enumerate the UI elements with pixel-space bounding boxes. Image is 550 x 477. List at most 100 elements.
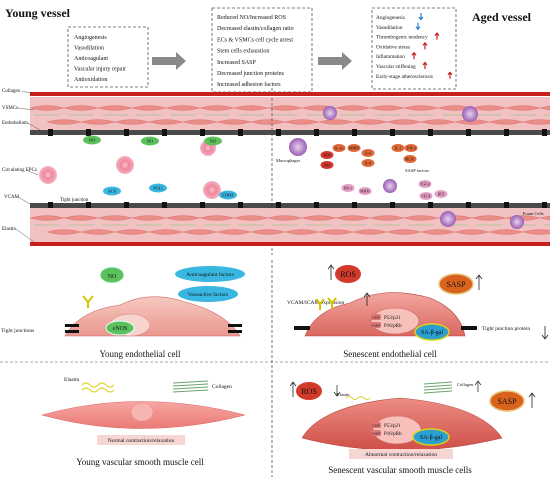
p53-label: P53/p21 xyxy=(384,316,401,321)
arrow-right-icon-2 xyxy=(318,52,352,70)
arrow-up-icon xyxy=(411,51,417,60)
sasp-marker-badge xyxy=(403,155,417,163)
tight-junction-marker xyxy=(162,202,167,209)
macrophage-cell xyxy=(462,106,478,122)
anticoagulant-badge xyxy=(175,266,245,282)
tight-junction-marker xyxy=(276,202,281,209)
young-features-box xyxy=(67,26,149,88)
no-badge xyxy=(99,266,125,284)
tight-junction-marker xyxy=(238,202,243,209)
enos-label: eNOS xyxy=(113,326,128,332)
vsmc-sahf-label: SAHF xyxy=(372,432,381,436)
sasp-marker-label: MMP9 xyxy=(349,146,359,150)
tight-junction-marker xyxy=(86,129,91,136)
aging-change-item: Stem cells exhaustion xyxy=(217,49,269,55)
abnormal-contraction-label: Abnormal contraction/relaxation xyxy=(365,452,437,458)
sasp-marker-badge xyxy=(434,190,448,198)
aging-change-item: Reduced NO/Increased ROS xyxy=(217,15,286,21)
vsmc-p16-label: P16/pRb xyxy=(384,432,402,437)
vsmc-sasp-badge xyxy=(489,390,525,412)
no-label: NO xyxy=(108,274,117,280)
aging-change-item: Decreased elastin/collagen ratio xyxy=(217,26,294,32)
foam-cell xyxy=(510,215,524,229)
young-vessel-title: Young vessel xyxy=(5,6,71,20)
vsmc-p53-label: P53/p21 xyxy=(384,424,401,429)
factor-badge xyxy=(204,136,222,146)
label-tight-junction: Tight junction xyxy=(60,198,89,203)
tight-junction-marker xyxy=(200,202,205,209)
aged-feature-item: Vasodilation xyxy=(376,25,403,31)
vsmc-sa-gal-badge xyxy=(412,428,450,446)
normal-contraction-box xyxy=(97,435,185,445)
vsmc-ros-label: ROS xyxy=(301,387,317,396)
aged-features-box xyxy=(371,7,457,90)
epc-cell xyxy=(116,156,134,174)
sasp-marker-label: IL-1α xyxy=(335,146,343,150)
vsmc-elastin-label: Elastin xyxy=(337,392,350,397)
sa-gal-label: SA-β-gal xyxy=(421,330,443,336)
ros-badge xyxy=(335,265,361,283)
label-foam-cells: Foam Cells xyxy=(523,211,544,216)
sasp-marker-badge xyxy=(347,144,361,152)
sasp-marker-label: VEGF xyxy=(421,194,430,198)
arrow-up-icon xyxy=(327,264,335,280)
tight-junction-marker xyxy=(352,202,357,209)
factor-label: ACh xyxy=(108,189,117,194)
collagen-fibers-icon xyxy=(423,381,453,394)
vessel-wall-top xyxy=(29,92,550,136)
sasp-marker-label: BCF xyxy=(438,192,445,196)
anticoagulant-label: Anticoagulant factors xyxy=(186,271,234,278)
label-leader-lines xyxy=(15,90,41,243)
arrow-down-icon xyxy=(418,13,424,21)
label-sasp-factors: SASP factors xyxy=(405,168,429,173)
elastin-fibers-icon xyxy=(81,382,115,393)
ros-label: ROS xyxy=(340,270,356,279)
young-feature-item: Angiogenesis xyxy=(74,35,107,41)
sasp-marker-label: TGF-β xyxy=(420,182,430,186)
abnormal-contraction-box xyxy=(349,449,453,459)
sahf-label: SAHF xyxy=(372,324,381,328)
young-ec-title: Young endothelial cell xyxy=(99,349,181,359)
factor-badge xyxy=(141,136,159,146)
macrophage-cell xyxy=(383,179,397,193)
tight-junction-marker xyxy=(276,129,281,136)
arrow-up-icon xyxy=(363,292,371,306)
young-feature-item: Antioxidation xyxy=(74,77,107,83)
aging-change-item: ECs & VSMCs cell cycle arrest xyxy=(217,37,293,43)
arrow-down-icon xyxy=(333,385,341,397)
arrow-up-icon xyxy=(528,392,536,408)
vsmc-collagen-label: Collagen xyxy=(457,382,474,387)
senescent-ec-title: Senescent endothelial cell xyxy=(343,349,437,359)
sasp-badge xyxy=(438,273,474,295)
sasp-marker-badge xyxy=(332,144,346,152)
sasp-marker-label: IL-1 xyxy=(395,146,402,150)
label-elastin: Elastin xyxy=(2,227,16,232)
tight-junction-marker xyxy=(542,129,547,136)
aged-feature-item: Thrombogenic tendency xyxy=(376,35,428,41)
tight-junction-protein-label: Tight junction protein xyxy=(482,326,530,332)
sasp-marker-badge xyxy=(341,184,355,192)
sasp-marker-label: IL-8 xyxy=(365,161,372,165)
tight-junction-marker xyxy=(542,202,547,209)
epc-cell xyxy=(39,166,57,184)
label-collagen: Collagen xyxy=(2,89,21,94)
arrow-up-icon xyxy=(289,381,297,397)
factor-badge xyxy=(83,135,101,145)
senescent-vsmc-title: Senescent vascular smooth muscle cells xyxy=(328,465,472,475)
sasp-marker-label: MMPs xyxy=(360,189,370,193)
tight-junction-marker xyxy=(504,129,509,136)
tight-junction-marker xyxy=(466,129,471,136)
label-macrophages: Macrophages xyxy=(276,158,300,163)
arrow-up-icon xyxy=(474,380,482,392)
tight-junction-marker xyxy=(428,129,433,136)
vessel-wall-bottom xyxy=(29,202,550,246)
tight-junction-marker xyxy=(124,202,129,209)
vasoactive-label: Vasoactive factors xyxy=(188,291,228,298)
arrow-down-icon xyxy=(415,22,421,31)
arrow-down-icon xyxy=(541,326,549,340)
arrow-up-icon xyxy=(434,32,440,40)
